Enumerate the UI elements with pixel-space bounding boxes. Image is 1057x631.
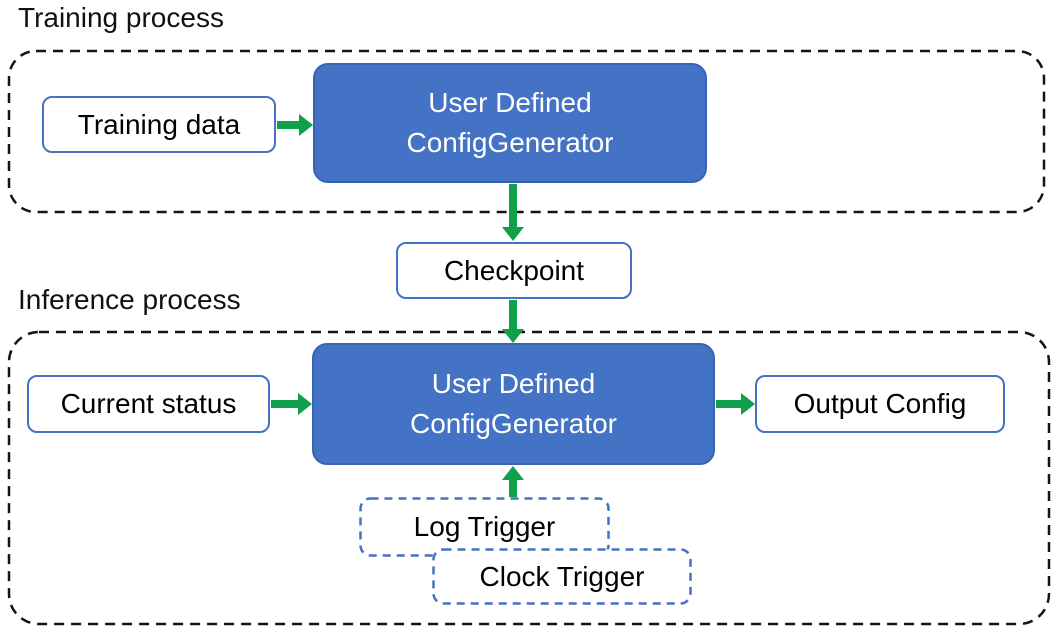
arrow-head-icon xyxy=(741,393,755,415)
checkpoint-label: Checkpoint xyxy=(443,254,585,286)
arrow-shaft xyxy=(509,300,517,329)
inference-module-box: User Defined ConfigGenerator xyxy=(312,343,715,465)
clock-trigger-box: Clock Trigger xyxy=(432,548,692,605)
arrow-shaft xyxy=(271,400,298,408)
current-status-box: Current status xyxy=(27,375,270,433)
clock-trigger-border xyxy=(432,548,692,605)
training-module-line2: ConfigGenerator xyxy=(406,127,614,158)
current-status-label: Current status xyxy=(60,388,237,419)
training-data-label: Training data xyxy=(77,108,241,140)
output-config-box: Output Config xyxy=(755,375,1005,433)
arrow-shaft xyxy=(716,400,741,408)
checkpoint-box: Checkpoint xyxy=(396,242,632,299)
training-process-label: Training process xyxy=(18,2,224,33)
arrow-shaft xyxy=(509,184,517,227)
arrow-head-icon xyxy=(502,466,524,480)
output-config-label: Output Config xyxy=(793,388,967,419)
log-trigger-box: Log Trigger xyxy=(359,497,610,557)
inference-module-line2: ConfigGenerator xyxy=(409,408,617,439)
arrow-shaft xyxy=(509,480,517,497)
training-data-box: Training data xyxy=(42,96,276,153)
inference-process-label: Inference process xyxy=(18,284,241,315)
training-module-box: User Defined ConfigGenerator xyxy=(313,63,707,183)
training-module-line1: User Defined xyxy=(428,87,592,118)
arrow-head-icon xyxy=(298,393,312,415)
clock-trigger-label: Clock Trigger xyxy=(479,560,645,592)
arrow-head-icon xyxy=(502,329,524,343)
arrow-head-icon xyxy=(502,227,524,241)
arrow-head-icon xyxy=(299,114,313,136)
arrow-shaft xyxy=(277,121,300,129)
inference-module-line1: User Defined xyxy=(431,368,596,399)
log-trigger-label: Log Trigger xyxy=(413,511,556,542)
